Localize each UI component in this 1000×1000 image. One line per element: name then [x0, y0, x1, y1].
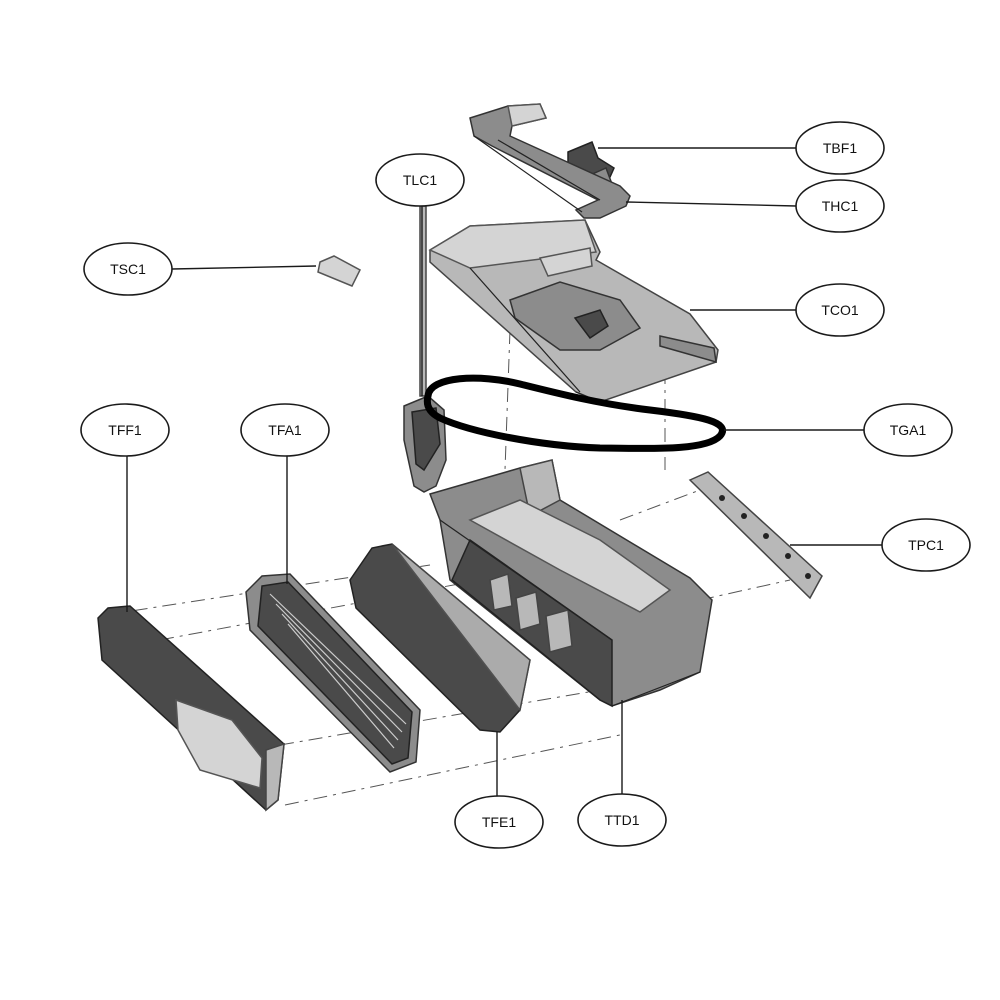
callout-label: TPC1 [908, 537, 944, 553]
callout-ttd1: TTD1 [577, 793, 667, 847]
part-thc1 [469, 103, 631, 219]
part-tsc1 [317, 255, 361, 287]
callout-label: TCO1 [821, 302, 859, 318]
callout-label: TTD1 [605, 812, 640, 828]
callout-tsc1: TSC1 [83, 242, 173, 296]
callout-label: TFF1 [108, 422, 142, 438]
part-tfa1 [245, 573, 421, 773]
leader-lines [126, 147, 882, 798]
callout-tff1: TFF1 [80, 403, 170, 457]
part-tga1 [423, 374, 726, 452]
part-tff1 [97, 605, 285, 812]
callout-label: TFA1 [268, 422, 302, 438]
part-tco1 [428, 219, 719, 403]
callout-tco1: TCO1 [795, 283, 885, 337]
callout-label: TBF1 [823, 140, 857, 156]
callout-thc1: THC1 [795, 179, 885, 233]
part-tfe1 [349, 543, 531, 733]
callout-label: TSC1 [110, 261, 146, 277]
part-tpc1 [688, 471, 823, 600]
part-ttd1 [429, 459, 713, 708]
callout-tfe1: TFE1 [454, 795, 544, 849]
callout-tfa1: TFA1 [240, 403, 330, 457]
callout-tbf1: TBF1 [795, 121, 885, 175]
callout-label: TGA1 [890, 422, 927, 438]
callout-tlc1: TLC1 [375, 153, 465, 207]
callout-label: TFE1 [482, 814, 516, 830]
callout-label: TLC1 [403, 172, 437, 188]
callout-tpc1: TPC1 [881, 518, 971, 572]
callout-label: THC1 [822, 198, 859, 214]
callout-tga1: TGA1 [863, 403, 953, 457]
